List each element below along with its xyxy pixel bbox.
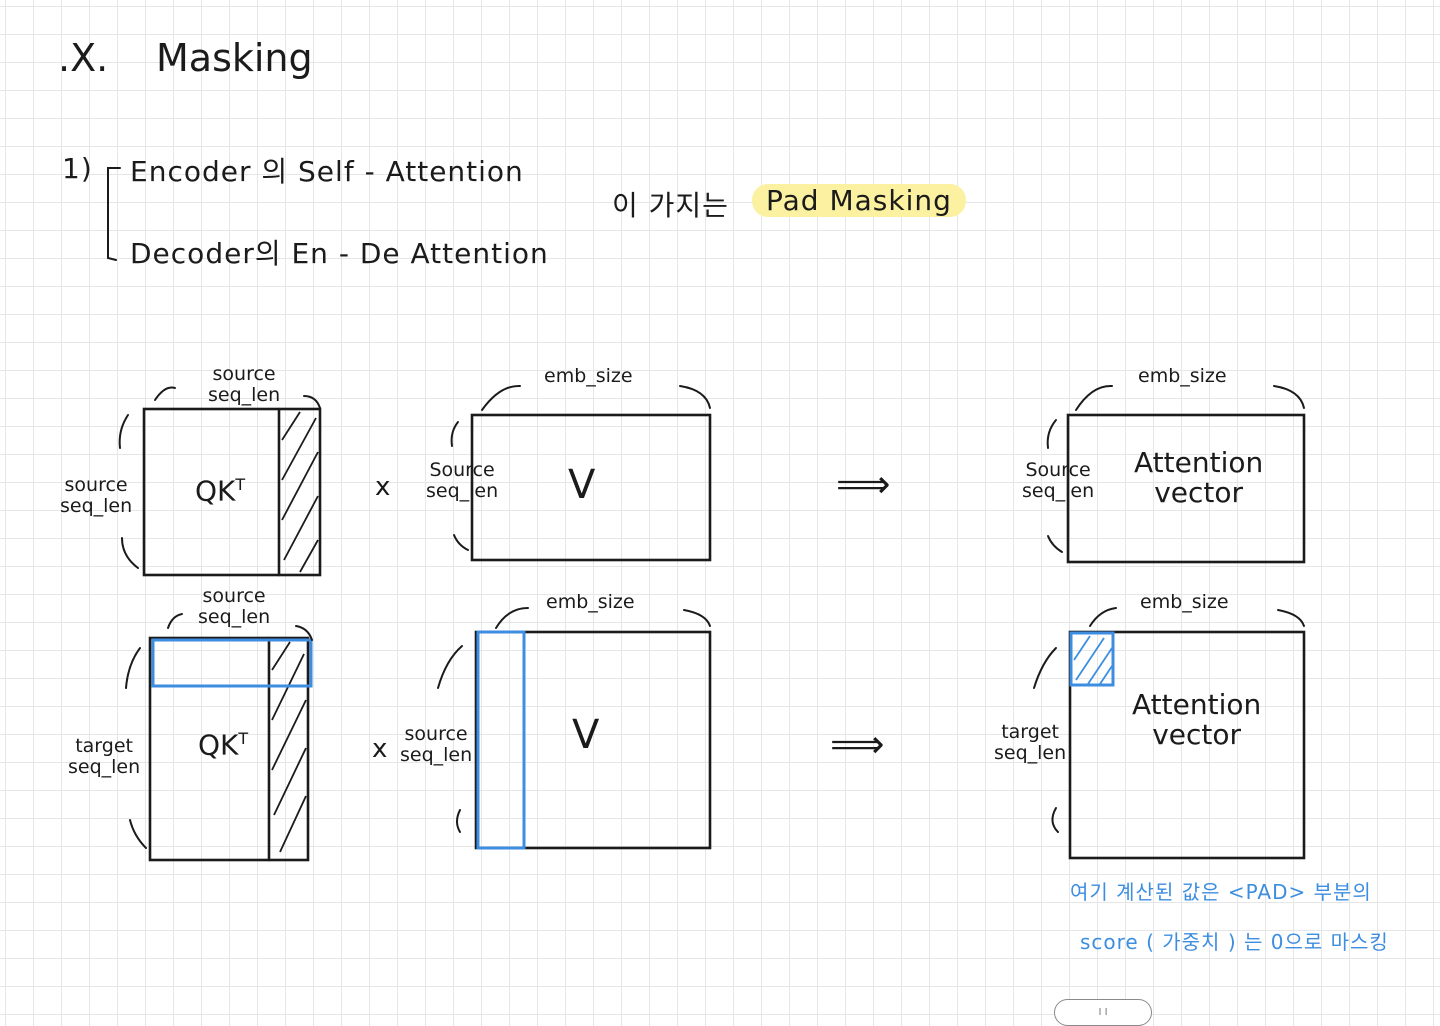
v-matrix-2 xyxy=(474,630,712,850)
list-item-decoder: Decoder의 En - De Attention xyxy=(130,237,549,270)
v-matrix-1 xyxy=(470,413,712,562)
att1-top-label: emb_size xyxy=(1138,365,1227,387)
value-column-highlight xyxy=(476,630,526,850)
brace-top-a2b xyxy=(1277,609,1305,627)
brace-top-v2a xyxy=(495,607,529,629)
times-sign-2: x xyxy=(372,734,388,764)
v2-left-label: source seq_len xyxy=(400,723,473,766)
brace-left-1a xyxy=(118,414,129,449)
qk1-label: QKT xyxy=(195,474,246,508)
masked-cell-hatch xyxy=(1073,635,1113,685)
page-indicator[interactable]: I I xyxy=(1054,999,1152,1026)
pad-hatch-2 xyxy=(271,641,307,853)
page-title: Masking xyxy=(156,36,313,80)
arrow-icon-1: ⟹ xyxy=(836,462,891,506)
qk1-top-label: source seq_len xyxy=(208,363,281,406)
list-number: 1) xyxy=(62,152,93,185)
query-row-highlight xyxy=(151,638,313,688)
masked-cell-highlight xyxy=(1069,631,1115,687)
brace-left-a2b xyxy=(1051,807,1059,833)
brace-top-a1b xyxy=(1273,385,1305,409)
pad-masking-highlight: Pad Masking xyxy=(752,184,966,217)
brace-left-v2a xyxy=(437,645,463,689)
qk1-left-label: source seq_len xyxy=(60,474,133,517)
v1-left-label: Source seq_len xyxy=(426,459,499,502)
attention-matrix-1 xyxy=(1066,413,1306,564)
list-suffix: 이 가지는 xyxy=(612,189,729,222)
brace-top-1b xyxy=(303,395,321,409)
note-line-1: 여기 계산된 값은 <PAD> 부분의 xyxy=(1070,880,1372,904)
qk-matrix-2 xyxy=(148,636,310,862)
qk-matrix-1 xyxy=(142,407,322,577)
brace-left-v1a xyxy=(450,421,459,447)
pad-hatch-1 xyxy=(281,411,319,573)
brace-top-a2a xyxy=(1089,607,1117,627)
att1-left-label: Source seq_len xyxy=(1022,459,1095,502)
brace-left-2a xyxy=(125,647,141,689)
brace-left-2b xyxy=(129,819,147,849)
brace-left-1b xyxy=(121,537,139,569)
list-bracket xyxy=(107,167,121,261)
brace-top-v1a xyxy=(481,384,521,411)
brace-top-2b xyxy=(295,625,313,641)
qk2-label: QKT xyxy=(198,728,249,762)
att2-left-label: target seq_len xyxy=(994,721,1067,764)
att2-top-label: emb_size xyxy=(1140,591,1229,613)
times-sign-1: x xyxy=(375,472,391,502)
title-mark: .X. xyxy=(58,36,109,80)
brace-left-a2a xyxy=(1033,647,1057,689)
brace-left-v1b xyxy=(453,534,469,551)
brace-top-v1b xyxy=(679,385,711,409)
att1-label: Attention vector xyxy=(1134,446,1264,509)
arrow-icon-2: ⟹ xyxy=(830,722,885,766)
brace-top-v2b xyxy=(683,609,711,627)
brace-left-a1b xyxy=(1047,535,1063,553)
attention-matrix-2 xyxy=(1068,630,1306,860)
brace-top-2a xyxy=(167,613,183,629)
v2-top-label: emb_size xyxy=(546,591,635,613)
v2-label: V xyxy=(572,712,600,758)
qk2-top-label: source seq_len xyxy=(198,585,271,628)
brace-left-v2b xyxy=(456,809,461,833)
brace-top-1a xyxy=(154,386,176,401)
att2-label: Attention vector xyxy=(1132,688,1262,751)
qk2-left-label: target seq_len xyxy=(68,735,141,778)
brace-top-a1a xyxy=(1075,384,1113,411)
list-item-encoder: Encoder 의 Self - Attention xyxy=(130,155,524,188)
note-line-2: score ( 가중치 ) 는 0으로 마스킹 xyxy=(1080,930,1389,954)
brace-left-a1a xyxy=(1046,419,1057,449)
v1-top-label: emb_size xyxy=(544,365,633,387)
v1-label: V xyxy=(568,462,596,508)
